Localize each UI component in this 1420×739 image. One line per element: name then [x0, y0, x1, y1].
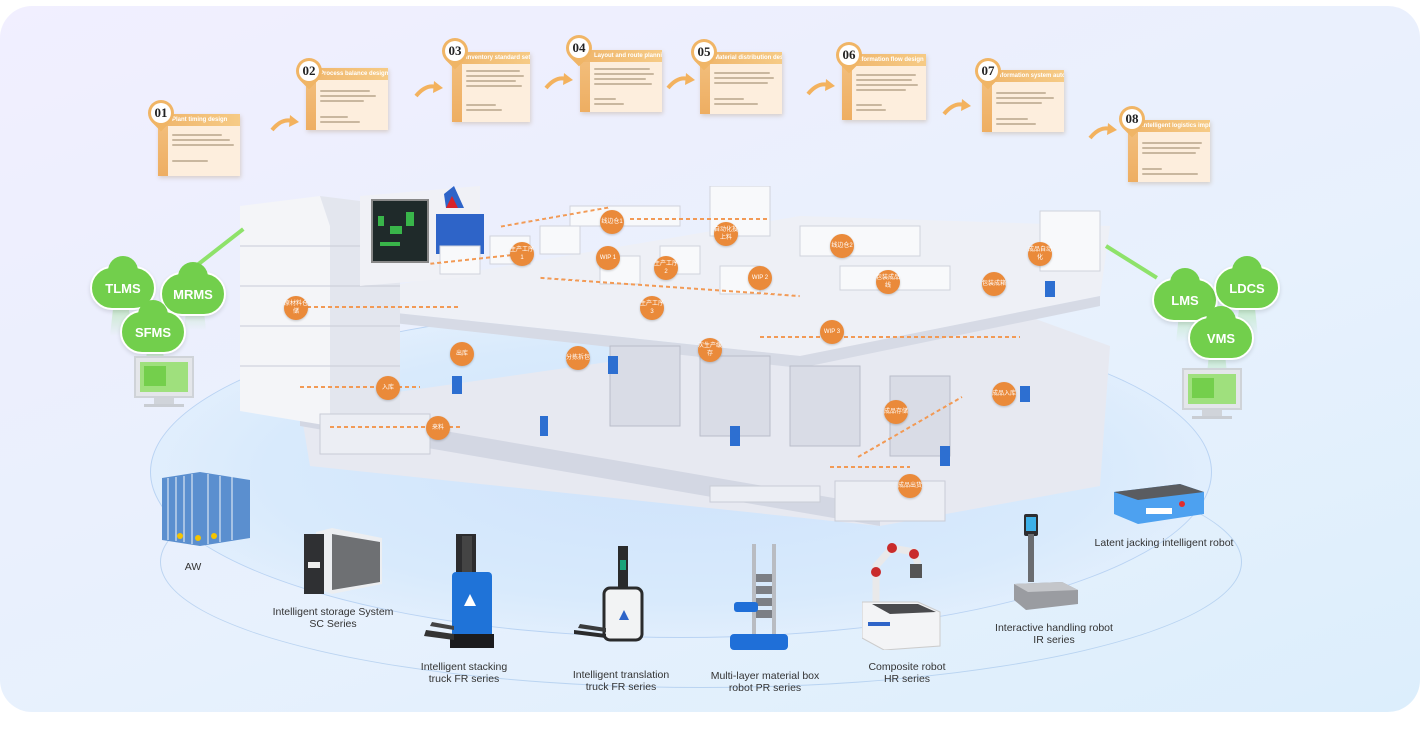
flow-line: [830, 466, 910, 468]
flow-tag: WIP 2: [748, 266, 772, 290]
step-title: Inventory standard setting: [452, 52, 530, 64]
flow-tag: 原材料仓储: [284, 296, 308, 320]
stacking-truck-icon: [424, 534, 494, 648]
interactive-robot-icon: [1014, 514, 1078, 610]
diagram-panel: Plant timing design Process balance desi…: [0, 6, 1420, 712]
flow-tag: 线边仓1: [600, 210, 624, 234]
next-step-arrow-icon: [414, 81, 443, 98]
wireless-link-icon: [194, 227, 245, 268]
step-card: Material distribution design: [700, 52, 782, 114]
flow-line: [630, 218, 770, 220]
step-title: Layout and route planning: [580, 50, 662, 62]
step-title: Plant timing design: [158, 114, 240, 126]
flow-line: [760, 336, 1020, 338]
flow-tag: 生产工序1: [510, 242, 534, 266]
composite-robot-icon: [862, 543, 941, 650]
flow-tag: WIP 1: [596, 246, 620, 270]
step-card: Plant timing design: [158, 114, 240, 176]
flow-tag: 次生产缓存: [698, 338, 722, 362]
flow-tag: 生产工序3: [640, 296, 664, 320]
step-card: Intelligent logistics implementation: [1128, 120, 1210, 182]
flow-tag: 成品自动化: [1028, 242, 1052, 266]
next-step-arrow-icon: [270, 115, 299, 132]
flow-line: [300, 386, 420, 388]
flow-tag: 线边仓2: [830, 234, 854, 258]
flow-tag: 生产工序2: [654, 256, 678, 280]
material-box-robot-icon: [730, 544, 788, 650]
step-title: Information flow design: [842, 54, 926, 66]
step-card: Inventory standard setting: [452, 52, 530, 122]
system-cloud-sfms: SFMS: [120, 300, 186, 354]
storage-system-icon: [304, 528, 382, 594]
system-cloud-ldcs: LDCS: [1214, 256, 1280, 310]
step-title: Information system automation: [982, 70, 1064, 82]
flow-tag: 包装成品线: [876, 270, 900, 294]
monitor-icon: [1182, 368, 1242, 419]
system-cloud-vms: VMS: [1188, 306, 1254, 360]
factory-illustration: 原材料仓储 入库 出库 来料 生产工序1 WIP 1 线边仓1 自动化投上料 生…: [240, 186, 1120, 526]
next-step-arrow-icon: [806, 79, 835, 96]
flow-tag: 包装成箱: [982, 272, 1006, 296]
system-cloud-lms: LMS: [1152, 268, 1218, 322]
factory-building-icon: [240, 186, 1110, 526]
flow-tag: 成品入库: [992, 382, 1016, 406]
step-title: Intelligent logistics implementation: [1128, 120, 1210, 132]
flow-tag: 自动化投上料: [714, 222, 738, 246]
next-step-arrow-icon: [1088, 123, 1117, 140]
system-cloud-tlms: TLMS: [90, 256, 156, 310]
product-label-aw: AW: [184, 561, 202, 573]
next-step-arrow-icon: [942, 99, 971, 116]
flow-line: [330, 426, 460, 428]
monitor-icon: [134, 356, 194, 407]
translation-truck-icon: [574, 546, 644, 642]
flow-line: [300, 306, 460, 308]
flow-tag: 来料: [426, 416, 450, 440]
system-cloud-mrms: MRMS: [160, 262, 226, 316]
product-label-jacking-robot: Latent jacking intelligent robot: [1094, 537, 1234, 549]
step-card: Layout and route planning: [580, 50, 662, 112]
step-title: Process balance design: [306, 68, 388, 80]
flow-tag: 成品出货: [898, 474, 922, 498]
aw-rack-icon: [162, 472, 250, 546]
flow-tag: WIP 3: [820, 320, 844, 344]
flow-tag: 成品存储: [884, 400, 908, 424]
flow-tag: 入库: [376, 376, 400, 400]
step-title: Material distribution design: [700, 52, 782, 64]
jacking-robot-icon: [1114, 484, 1204, 524]
next-step-arrow-icon: [666, 73, 695, 90]
flow-tag: 出库: [450, 342, 474, 366]
flow-tag: 分拣拆包: [566, 346, 590, 370]
next-step-arrow-icon: [544, 73, 573, 90]
